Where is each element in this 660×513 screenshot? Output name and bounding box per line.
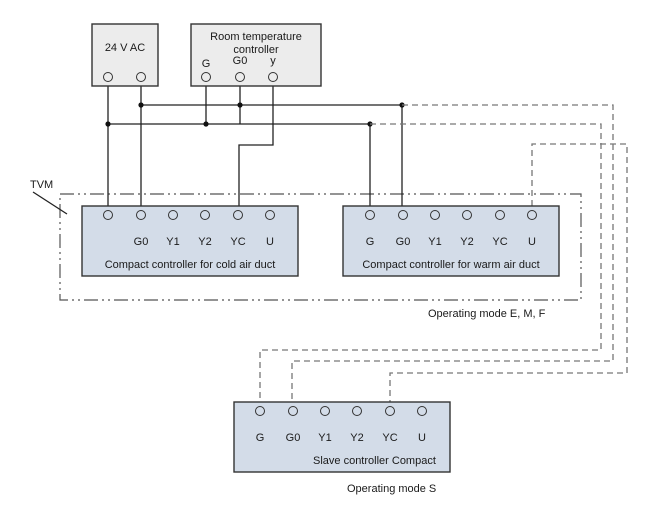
terminal-label: Y1 <box>166 236 179 248</box>
slave-controller-title: Slave controller Compact <box>313 455 436 467</box>
terminal-label: YC <box>382 432 397 444</box>
terminal-circle <box>352 406 362 416</box>
terminal-circle <box>430 210 440 220</box>
terminal-label: YC <box>230 236 245 248</box>
slave-controller-box: G G0 Y1 Y2 YC U Slave controller Compact <box>233 401 451 473</box>
dashed-wires <box>259 104 628 402</box>
terminal-label: U <box>418 432 426 444</box>
terminal-label: Y2 <box>460 236 473 248</box>
supply-terminal-1 <box>103 72 113 82</box>
terminal-label: YC <box>492 236 507 248</box>
terminal-label: U <box>266 236 274 248</box>
warm-controller-title: Compact controller for warm air duct <box>362 259 539 271</box>
tvm-label: TVM <box>30 179 53 191</box>
terminal-circle <box>288 406 298 416</box>
terminal-label: G <box>366 236 375 248</box>
supply-terminal-2 <box>136 72 146 82</box>
terminal-circle <box>495 210 505 220</box>
terminal-label: Y2 <box>350 432 363 444</box>
terminal-circle <box>365 210 375 220</box>
terminal-circle <box>103 210 113 220</box>
terminal-circle <box>417 406 427 416</box>
terminal-label: G0 <box>134 236 149 248</box>
terminal-label: Y2 <box>198 236 211 248</box>
terminal-circle <box>320 406 330 416</box>
terminal-label: G <box>256 432 265 444</box>
cold-controller-title: Compact controller for cold air duct <box>105 259 276 271</box>
terminal-label: Y1 <box>428 236 441 248</box>
supply-label: 24 V AC <box>105 42 145 54</box>
terminal-circle <box>136 210 146 220</box>
terminal-label: U <box>528 236 536 248</box>
room-terminal-label: y <box>270 55 276 67</box>
supply-24vac-box: 24 V AC <box>91 23 159 87</box>
terminal-circle <box>462 210 472 220</box>
operating-mode-emf: Operating mode E, M, F <box>428 308 546 320</box>
terminal-circle <box>255 406 265 416</box>
room-terminal-g <box>201 72 211 82</box>
terminal-circle <box>398 210 408 220</box>
room-terminal-g0 <box>235 72 245 82</box>
room-controller-title-2: controller <box>233 44 279 56</box>
room-temperature-controller-box: Room temperature controller G G0 y <box>190 23 322 87</box>
terminal-label: G0 <box>286 432 301 444</box>
room-terminal-label: G0 <box>233 55 248 67</box>
terminal-circle <box>168 210 178 220</box>
terminal-circle <box>233 210 243 220</box>
terminal-circle <box>385 406 395 416</box>
room-terminal-label: G <box>202 58 211 70</box>
cold-air-controller-box: G0 Y1 Y2 YC U Compact controller for cold ai… <box>81 205 299 277</box>
terminal-circle <box>265 210 275 220</box>
junction-dots <box>105 102 405 127</box>
warm-air-controller-box: G G0 Y1 Y2 YC U Compact controller for warm a… <box>342 205 560 277</box>
terminal-label: G0 <box>396 236 411 248</box>
tvm-pointer <box>32 191 68 215</box>
tvm-enclosure <box>59 193 582 301</box>
solid-wires <box>107 86 403 206</box>
terminal-label: Y1 <box>318 432 331 444</box>
room-terminal-y <box>268 72 278 82</box>
terminal-circle <box>527 210 537 220</box>
room-controller-title-1: Room temperature <box>210 31 302 43</box>
terminal-circle <box>200 210 210 220</box>
operating-mode-s: Operating mode S <box>347 483 436 495</box>
